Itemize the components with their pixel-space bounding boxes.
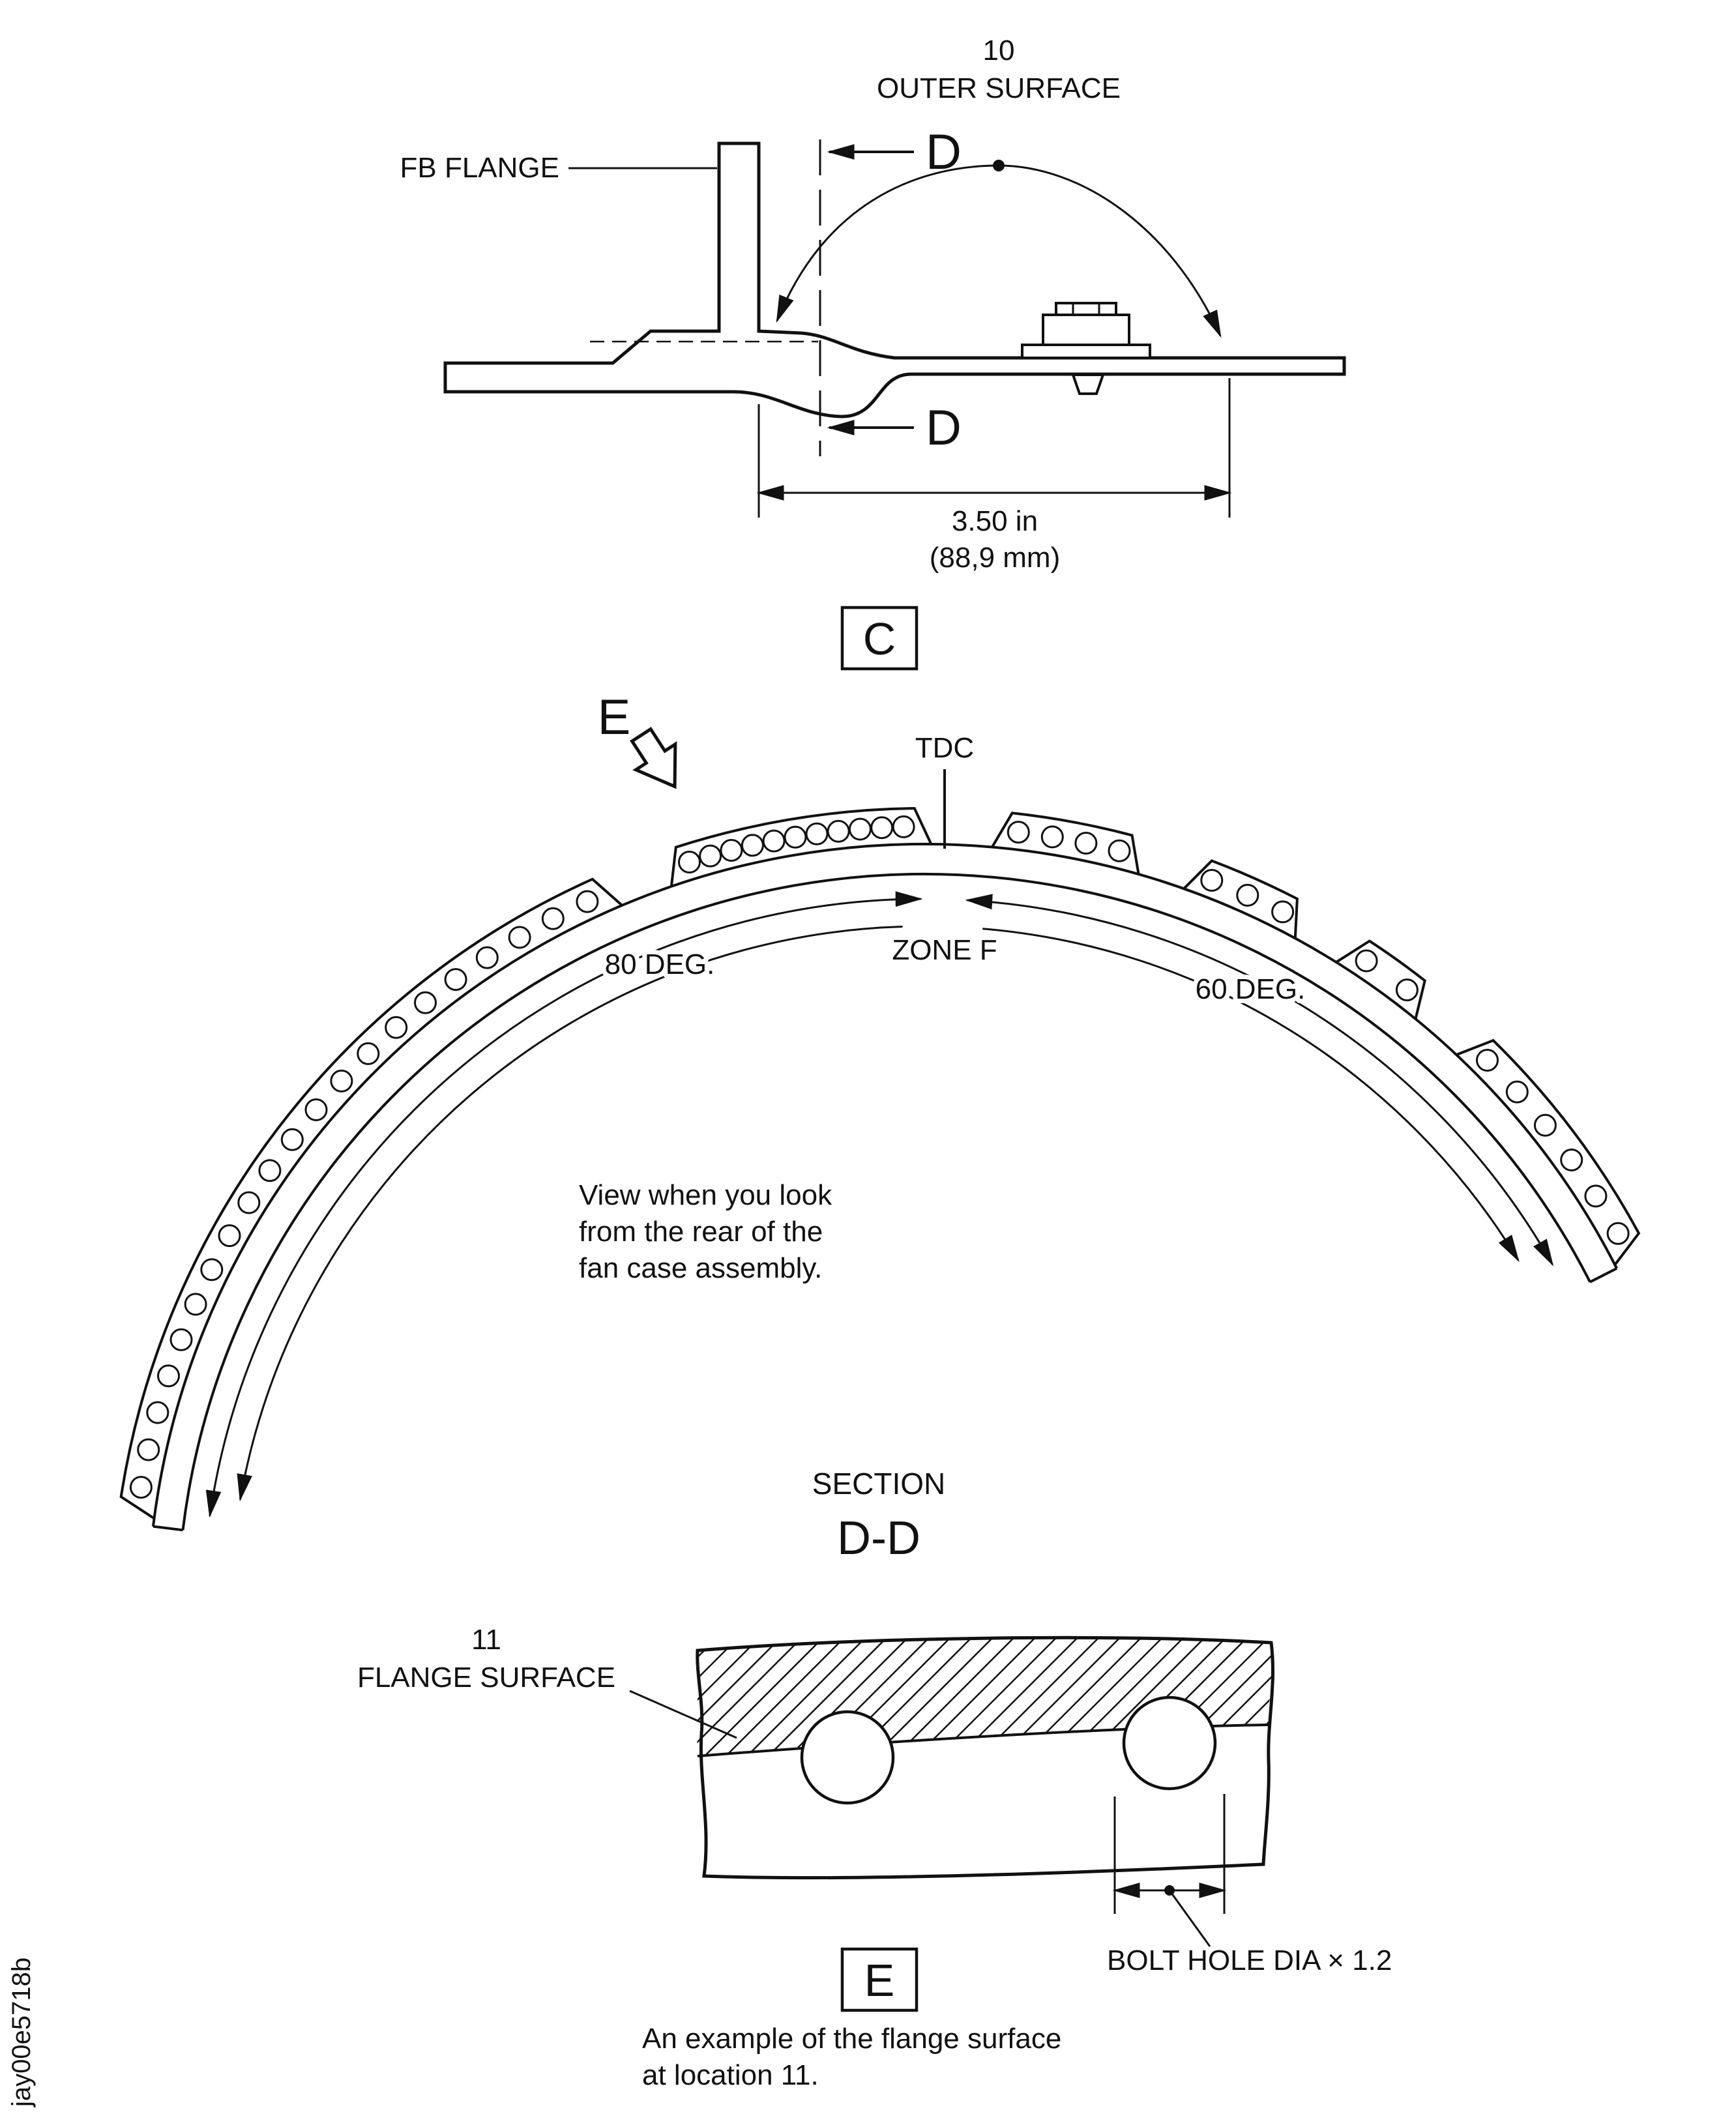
view-box-c-letter: C [863, 613, 896, 664]
case-end-cap-left [153, 1525, 183, 1532]
bolt-hole [699, 844, 722, 868]
bolt-hole [848, 817, 872, 841]
view-note-line1: View when you look [579, 1179, 832, 1211]
case-outer-arc [151, 842, 1618, 1527]
bolt-hole [508, 926, 531, 949]
bolt-hole [200, 1258, 224, 1282]
caption: An example of the flange surface at loca… [642, 2023, 1061, 2091]
tdc-label: TDC [915, 732, 974, 764]
fan-case-arc [119, 807, 1641, 1532]
bolt-hole [414, 991, 437, 1014]
bolt-hole [741, 834, 764, 857]
bolt-hole [1040, 825, 1064, 849]
caption-line2: at location 11. [642, 2059, 819, 2091]
bolt-hole [720, 839, 743, 862]
view-note-line2: from the rear of the [579, 1216, 823, 1248]
bolt-hole [1584, 1184, 1608, 1208]
zone-f-label: ZONE F [892, 934, 997, 966]
bolt-hole [258, 1159, 282, 1182]
view-note-line3: fan case assembly. [579, 1252, 822, 1284]
bolt-hole [762, 829, 786, 853]
angle-arc-right-outer [965, 894, 1554, 1267]
bolt-hole [541, 907, 565, 930]
fan-case-cross-section [443, 141, 1346, 418]
view-box-e [840, 1947, 919, 2012]
section-word: SECTION [812, 1467, 945, 1501]
bolt-hole [827, 819, 850, 843]
bolt-hole [237, 1191, 261, 1214]
bolt-hole [1236, 883, 1259, 907]
bolt-hole [805, 822, 829, 845]
bolt-hole [870, 816, 894, 840]
bolt-hole [1074, 832, 1098, 855]
bolt-hole-label: BOLT HOLE DIA × 1.2 [1107, 1944, 1392, 1976]
angle-arc-left-outer [205, 891, 923, 1518]
view-arrow-letter: E [598, 690, 631, 745]
bolt-hole [1505, 1080, 1529, 1104]
bolt-hole [137, 1438, 160, 1461]
bolt-hole [678, 851, 701, 873]
bolt-hole [357, 1042, 380, 1065]
bolt-hole [330, 1069, 353, 1093]
bolt-hole [1271, 900, 1295, 924]
bolt-pad [669, 807, 933, 887]
bolt-pad [991, 812, 1140, 875]
bolt-hole [1395, 978, 1419, 1002]
bolt-hole [892, 815, 915, 838]
flange-slab-outline [696, 1636, 1274, 1880]
clamp-hardware [1021, 302, 1151, 395]
section-name: D-D [837, 1512, 920, 1564]
bolt-hole [1007, 821, 1030, 844]
bolt-hole [1200, 869, 1224, 892]
bolt-hole-left [800, 1710, 895, 1805]
view-box-e-letter: E [864, 1955, 895, 2006]
view-direction-arrow [630, 727, 677, 789]
detail-e-view: 11 FLANGE SURFACE BOLT HOLE DIA × 1.2 E … [357, 1624, 1392, 2091]
section-letter-bottom: D [926, 400, 962, 456]
bolt-hole-right [1122, 1695, 1217, 1791]
flange-surface-label: FLANGE SURFACE [357, 1662, 615, 1694]
bolt-hole [1108, 839, 1131, 862]
view-box-c [840, 606, 919, 671]
dimension-mm: (88,9 mm) [930, 542, 1060, 574]
outer-surface-reference-dot [993, 160, 1005, 171]
figure-id: jay00e5718b [7, 1958, 36, 2107]
bolt-hole [1476, 1049, 1499, 1072]
bolt-hole [280, 1128, 304, 1151]
bolt-hole [129, 1476, 153, 1499]
case-inner-arc [181, 872, 1591, 1531]
bolt-hole [444, 968, 467, 991]
angle-arc-left-inner [237, 926, 903, 1502]
bolt-hole [475, 946, 499, 969]
caption-line1: An example of the flange surface [642, 2023, 1061, 2055]
bolt-hole [385, 1016, 408, 1039]
fb-flange-label: FB FLANGE [400, 152, 560, 184]
view-note: View when you look from the rear of the … [579, 1179, 832, 1284]
clamp-tab [1071, 374, 1105, 395]
bolt-hole [169, 1328, 193, 1351]
case-end-cap-right [1589, 1267, 1618, 1284]
bolt-hole [157, 1364, 180, 1388]
bolt-hole [1355, 949, 1378, 973]
callout-11: 11 [471, 1624, 501, 1656]
bolt-hole [576, 890, 599, 913]
bolt-dim-leader [1168, 1890, 1211, 1947]
section-dd-view: E TDC 80 DEG. ZONE F 60 DEG. View when y… [119, 690, 1641, 1564]
bolt-hole [218, 1224, 241, 1248]
bolt-hole [184, 1293, 207, 1316]
section-c-view: 10 OUTER SURFACE FB FLANGE D D 3.50 in [400, 35, 1346, 671]
angle-arc-right-inner [982, 928, 1520, 1263]
bolt-hole [304, 1098, 328, 1121]
right-angle-label: 60 DEG. [1196, 973, 1306, 1005]
outer-surface-arc [776, 164, 1222, 338]
bolt-hole [1533, 1113, 1557, 1137]
bolt-hole [784, 825, 807, 849]
outer-surface-label: OUTER SURFACE [877, 72, 1121, 104]
callout-10: 10 [983, 35, 1015, 66]
bolt-hole [1606, 1222, 1630, 1245]
dimension-inches: 3.50 in [952, 505, 1038, 537]
bolt-hole [146, 1401, 169, 1424]
bolt-hole [1560, 1149, 1583, 1171]
left-angle-label: 80 DEG. [605, 948, 715, 980]
